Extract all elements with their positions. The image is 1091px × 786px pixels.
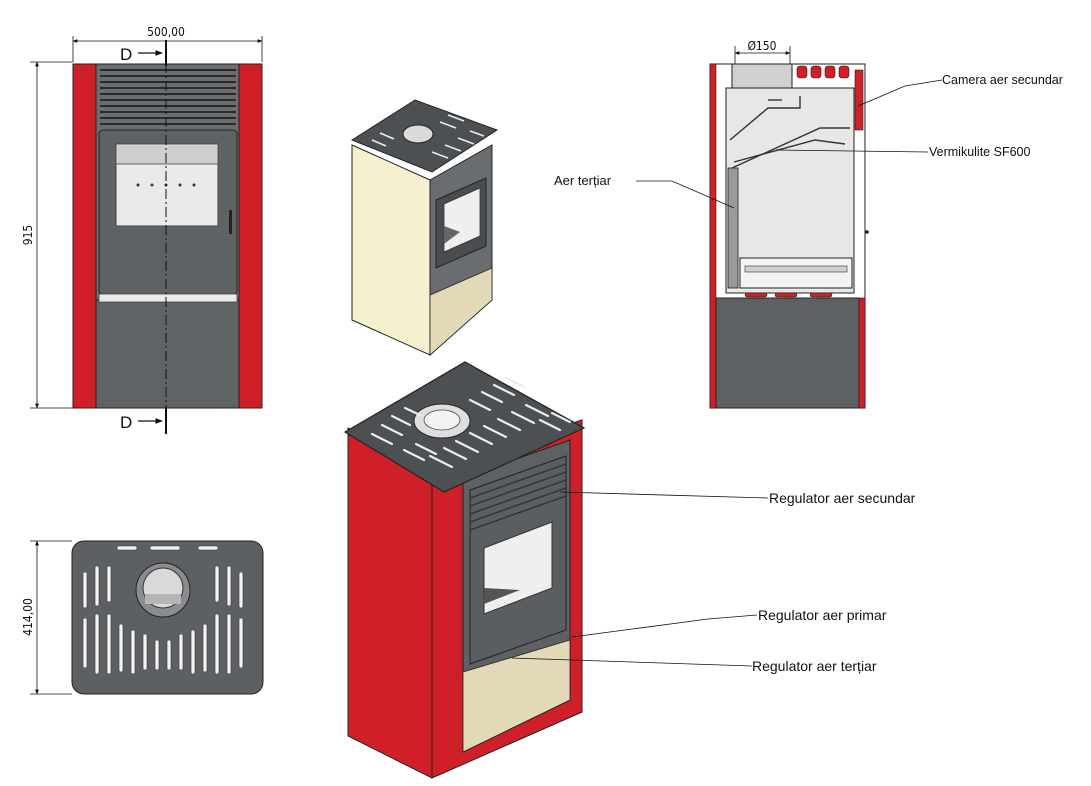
section-left-red bbox=[709, 63, 717, 409]
label-vermikulite: Vermikulite SF600 bbox=[929, 145, 1030, 159]
front-view: 500,00 915 D bbox=[21, 25, 263, 434]
front-body-left-red bbox=[72, 63, 97, 409]
front-door-handle bbox=[229, 210, 232, 234]
flue-dimension: Ø150 bbox=[747, 39, 776, 53]
height-dimension: 915 bbox=[21, 225, 35, 246]
top-view: 414,00 bbox=[21, 540, 264, 695]
iso-small-view bbox=[350, 99, 499, 357]
label-aer-tertiar: Aer terțiar bbox=[554, 173, 612, 188]
section-view: Ø150 Camera aer secundar Vermiku bbox=[554, 39, 1063, 409]
section-marker-top: D bbox=[120, 45, 132, 64]
depth-dimension: 414,00 bbox=[21, 598, 35, 636]
front-top-grille bbox=[100, 69, 236, 125]
width-dimension: 500,00 bbox=[147, 25, 185, 39]
front-lower-panel bbox=[95, 299, 240, 409]
section-marker-bottom: D bbox=[120, 413, 132, 432]
front-glass-dots bbox=[136, 183, 196, 187]
section-base bbox=[715, 297, 860, 409]
iso-large-view: Regulator aer secundar Regulator aer pri… bbox=[343, 361, 916, 779]
label-regulator-tertiar: Regulator aer terțiar bbox=[752, 658, 877, 674]
label-regulator-primar: Regulator aer primar bbox=[758, 607, 887, 623]
label-camera-aer-secundar: Camera aer secundar bbox=[942, 73, 1063, 87]
front-body-right-red bbox=[238, 63, 263, 409]
iso-top-slots bbox=[370, 376, 572, 469]
top-slots bbox=[82, 565, 244, 675]
label-regulator-secundar: Regulator aer secundar bbox=[769, 490, 916, 506]
